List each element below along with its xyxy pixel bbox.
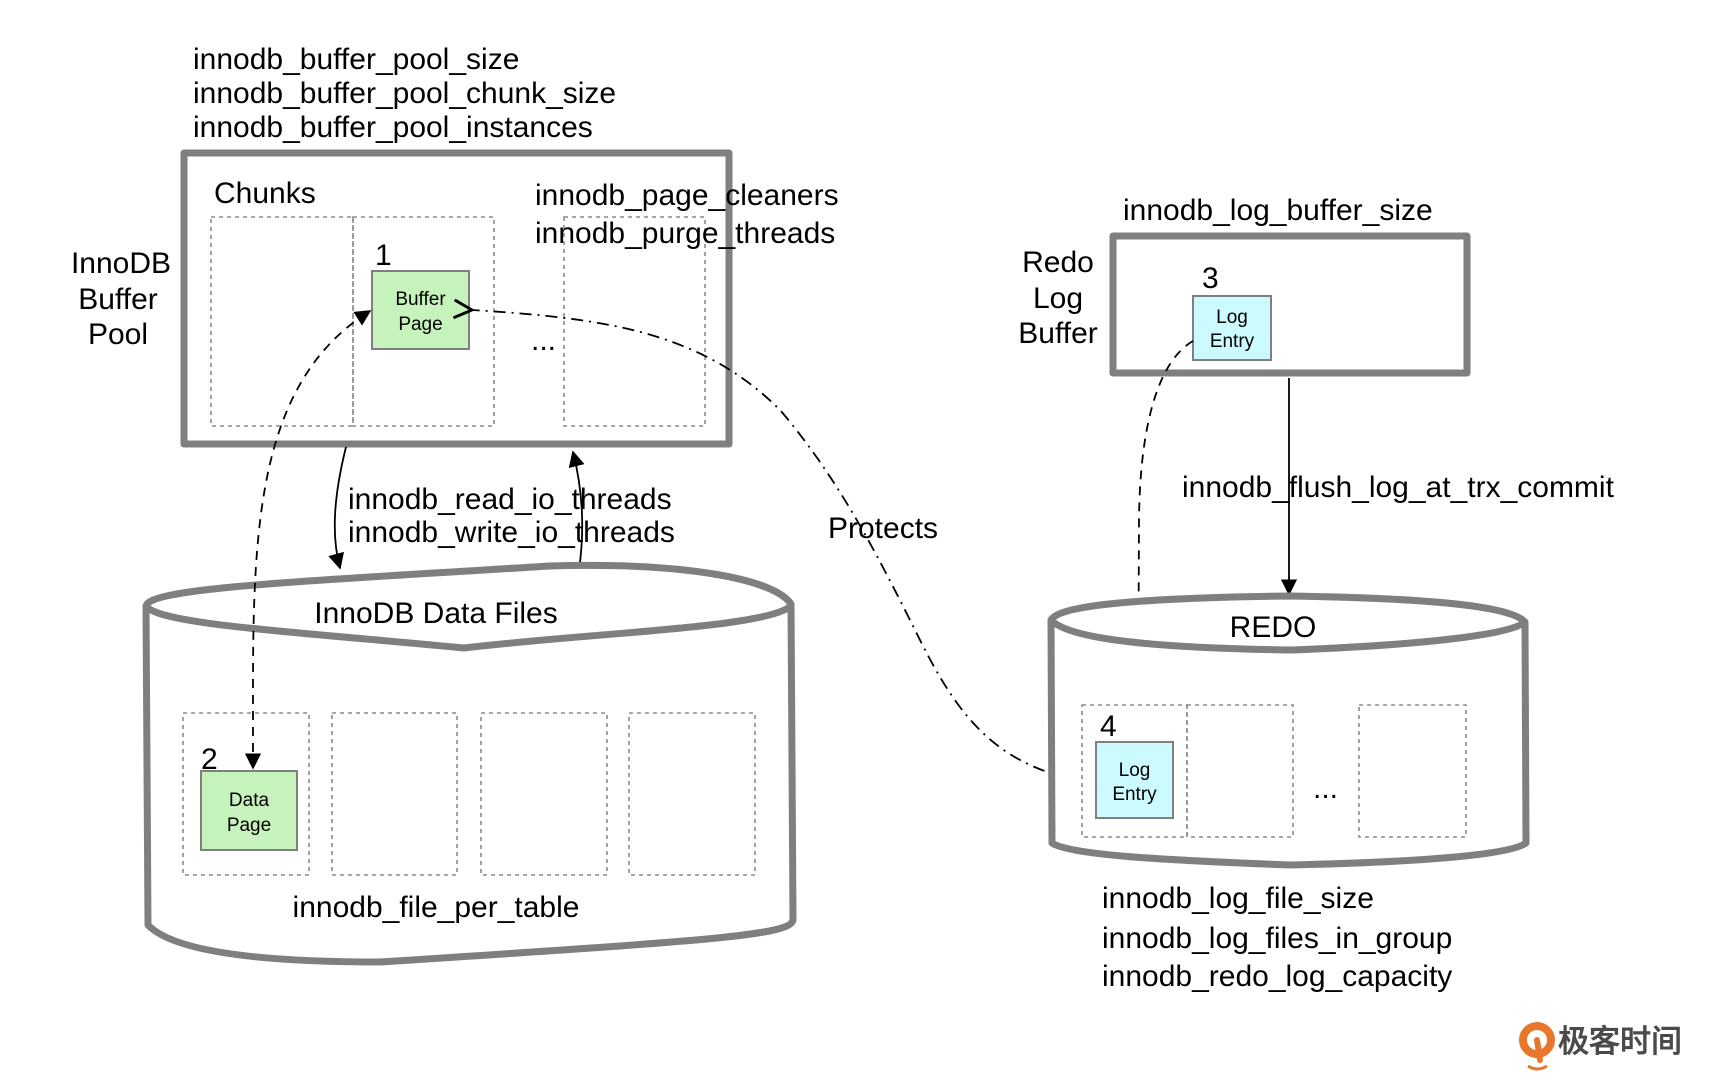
data-page xyxy=(200,770,298,851)
param-log-buffer-size: innodb_log_buffer_size xyxy=(1123,194,1433,227)
redo-params: innodb_log_file_size innodb_log_files_in… xyxy=(1102,882,1452,993)
data-page-label-line: Data xyxy=(229,790,270,811)
buffer-pool-label-line: Pool xyxy=(88,318,148,351)
geektime-watermark: 极客时间 xyxy=(1519,1022,1682,1071)
log-entry-label-line: Log xyxy=(1216,307,1248,328)
log-entry-label-line: Entry xyxy=(1210,331,1255,352)
log-entry-label-line: Log xyxy=(1119,760,1151,781)
redo-file-box xyxy=(1186,704,1294,838)
redo-file-box xyxy=(1358,704,1467,838)
page-load-arrow xyxy=(244,310,372,770)
buffer-pool-frame xyxy=(180,149,733,448)
param-flush-log-at-trx-commit: innodb_flush_log_at_trx_commit xyxy=(1182,471,1615,504)
buffer-pool-label: InnoDB Buffer Pool xyxy=(71,247,171,351)
param-log-file-size: innodb_log_file_size xyxy=(1102,882,1374,915)
write-io-arrow xyxy=(568,450,585,571)
chunks-ellipsis: ... xyxy=(531,324,556,357)
redo-log-buffer-label-line: Log xyxy=(1033,282,1083,315)
param-buffer-pool-chunk-size: innodb_buffer_pool_chunk_size xyxy=(193,77,616,110)
param-redo-log-capacity: innodb_redo_log_capacity xyxy=(1102,960,1452,993)
param-buffer-pool-size: innodb_buffer_pool_size xyxy=(193,43,519,76)
log-entry-buffer xyxy=(1192,295,1272,361)
data-page-label-line: Page xyxy=(227,815,271,836)
param-file-per-table: innodb_file_per_table xyxy=(293,891,580,924)
chunk-box xyxy=(210,216,354,427)
geektime-logo-text: 极客时间 xyxy=(1558,1024,1682,1060)
redo-log-buffer-label-line: Buffer xyxy=(1018,317,1098,350)
chunk-box xyxy=(563,216,706,427)
geektime-logo-icon xyxy=(1519,1022,1555,1071)
protects-label: Protects xyxy=(828,512,938,545)
param-purge-threads: innodb_purge_threads xyxy=(535,217,835,250)
redo-log-buffer-label-line: Redo xyxy=(1022,246,1094,279)
log-entry-label-line: Entry xyxy=(1112,784,1157,805)
redo-label: REDO xyxy=(1230,611,1317,644)
read-io-arrow xyxy=(328,446,347,570)
redo-log-buffer-frame xyxy=(1109,232,1471,377)
param-write-io-threads: innodb_write_io_threads xyxy=(348,516,675,549)
step-number-2: 2 xyxy=(201,743,218,776)
step-number-3: 3 xyxy=(1202,262,1219,295)
log-entry-redo xyxy=(1095,741,1174,819)
redo-log-buffer-label: Redo Log Buffer xyxy=(1018,246,1098,350)
buffer-page-label-line: Buffer xyxy=(395,289,446,310)
step-number-4: 4 xyxy=(1100,710,1117,743)
buffer-pool-label-line: Buffer xyxy=(78,283,158,316)
chunks-label: Chunks xyxy=(214,177,316,210)
buffer-pool-label-line: InnoDB xyxy=(71,247,171,280)
param-buffer-pool-instances: innodb_buffer_pool_instances xyxy=(193,111,593,144)
buffer-pool-params: innodb_buffer_pool_size innodb_buffer_po… xyxy=(193,43,616,144)
param-log-files-in-group: innodb_log_files_in_group xyxy=(1102,922,1452,955)
buffer-page-label-line: Page xyxy=(398,314,442,335)
param-read-io-threads: innodb_read_io_threads xyxy=(348,483,672,516)
data-files-label: InnoDB Data Files xyxy=(314,597,557,630)
step-number-1: 1 xyxy=(375,239,392,272)
protects-arrow xyxy=(472,310,1096,784)
param-page-cleaners: innodb_page_cleaners xyxy=(535,179,839,212)
redo-ellipsis: ... xyxy=(1313,772,1338,805)
buffer-page xyxy=(371,270,470,350)
